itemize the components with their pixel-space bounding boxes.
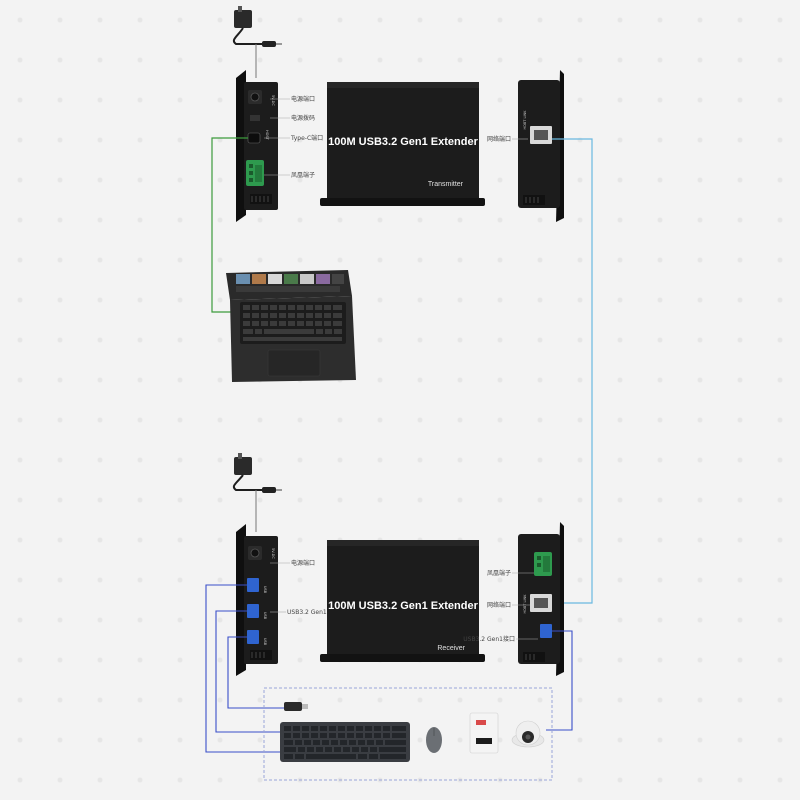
rx-network-port-label: 网络端口 [487,601,511,609]
mouse-icon [426,727,442,753]
transmitter-right-panel: HDBT LINK [518,70,564,222]
camera-icon [511,720,545,748]
tx-typec-port-label: Type-C端口 [290,134,323,142]
tx-network-port-label: 网络端口 [487,135,511,143]
receiver-subtitle: Receiver [437,645,465,652]
rx-usb-mark-1: USB [263,586,267,594]
receiver-right-panel: HDBT LINK [518,522,564,676]
rx-usb-ports-label: USB3.2 Gen1接口 [287,608,339,616]
keyboard-icon [280,722,410,762]
receiver-side-panel: 5V-DC USB USB USB [236,524,278,676]
usb-cables [205,584,573,753]
transmitter-box [320,82,485,206]
printer-icon [469,712,499,754]
tx-power-port-label: 电源端口 [291,95,315,103]
rx-phoenix-terminal-label: 凤凰端子 [487,569,511,577]
tx-phoenix-terminal-label: 凤凰端子 [291,171,315,179]
rx-usb-port-right-label: USB3.2 Gen1接口 [463,635,515,643]
transmitter-label-lines [264,98,290,176]
tx-dc-mark: 5V-DC [271,95,275,106]
rx-hdbt-mark: HDBT LINK [523,594,527,614]
power-adapter-icon [232,453,282,532]
transmitter-side-panel: 5V-DC HOST [236,70,278,222]
transmitter-subtitle: Transmitter [428,181,464,188]
network-cable [552,138,593,604]
laptop-icon [226,270,356,382]
rx-power-port-label: 电源端口 [291,559,315,567]
receiver-title: 100M USB3.2 Gen1 Extender [328,600,479,612]
tx-typec-mark: HOST [265,130,269,141]
tx-hdbt-mark: HDBT LINK [523,110,527,130]
usb-dongle-icon [284,702,308,711]
rx-usb-mark-2: USB [263,612,267,620]
typec-cable [211,137,248,313]
tx-power-switch-label: 电源拨码 [291,114,315,122]
power-adapter-icon [232,6,282,78]
receiver-box [320,540,485,662]
rx-dc-mark: 5V-DC [271,548,275,559]
transmitter-title: 100M USB3.2 Gen1 Extender [328,136,479,148]
rx-usb-mark-3: USB [263,638,267,646]
